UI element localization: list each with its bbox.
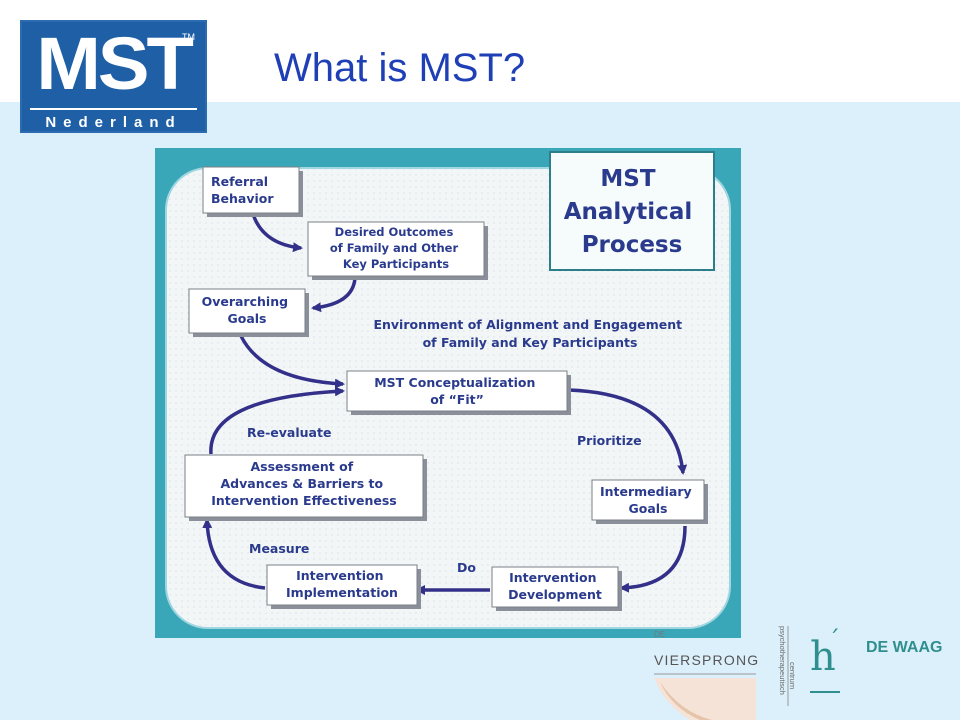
arrow-intermediary-to-development <box>619 525 687 593</box>
mst-nederland-logo: MST TM Nederland <box>20 20 207 133</box>
diagram-title-line-2: Analytical <box>564 199 693 225</box>
box-overarching-goals: Overarching Goals <box>188 288 309 337</box>
logo-rule <box>30 108 197 110</box>
box-conceptualization-line-1: MST Conceptualization <box>374 375 535 390</box>
box-assessment: Assessment of Advances & Barriers to Int… <box>184 454 427 521</box>
arrow-desired-to-overarching <box>311 277 357 313</box>
box-intermediary-line-1: Intermediary <box>600 484 692 499</box>
box-desired-line-3: Key Participants <box>343 257 449 271</box>
box-development-line-1: Intervention <box>509 570 596 585</box>
label-measure: Measure <box>249 541 309 556</box>
box-intermediary-text: Intermediary Goals <box>600 484 696 516</box>
box-intermediary-goals: Intermediary Goals <box>591 479 708 524</box>
slide-title: What is MST? <box>274 46 526 90</box>
arrow-overarching-to-conceptualization <box>239 335 345 389</box>
box-development-text: Intervention Development <box>508 570 602 602</box>
box-referral-behavior: Referral Behavior <box>202 166 303 217</box>
vierspronge-vertical-text: psychotherapeutisch centrum <box>778 626 797 697</box>
label-prioritize: Prioritize <box>577 433 642 448</box>
box-implementation-text: Intervention Implementation <box>286 568 398 600</box>
environment-caption: Environment of Alignment and Engagement … <box>373 317 686 350</box>
box-assessment-line-1: Assessment of <box>250 459 353 474</box>
box-overarching-text: Overarching Goals <box>202 294 293 326</box>
box-development-line-2: Development <box>508 587 602 602</box>
vierspronge-vertical-line-1: psychotherapeutisch <box>778 626 787 695</box>
vierspronge-de-text: DE <box>654 630 665 639</box>
arrow-implementation-to-assessment <box>202 518 266 590</box>
environment-line-1: Environment of Alignment and Engagement <box>373 317 682 332</box>
diagram-connector-arrows <box>202 213 688 595</box>
box-referral-line-1: Referral <box>211 174 268 189</box>
box-desired-frame <box>307 221 485 277</box>
de-waag-logo: h ´ DE WAAG <box>810 626 942 693</box>
diagram-title-box-frame <box>549 151 715 271</box>
diagram-title-line-1: MST <box>600 166 655 192</box>
box-referral-text: Referral Behavior <box>211 174 274 206</box>
arrow-conceptualization-to-intermediary <box>568 388 688 475</box>
box-assessment-line-3: Intervention Effectiveness <box>211 493 397 508</box>
vierspronge-vertical-line-2: centrum <box>788 662 797 689</box>
box-implementation-line-2: Implementation <box>286 585 398 600</box>
box-conceptualization-text: MST Conceptualization of “Fit” <box>374 375 540 407</box>
vierspronge-swoosh-accent <box>660 682 712 720</box>
arrow-referral-to-desired <box>251 213 303 253</box>
box-intermediary-frame <box>591 479 705 521</box>
box-assessment-text: Assessment of Advances & Barriers to Int… <box>211 459 397 508</box>
box-development-frame <box>491 566 619 608</box>
diagram-title-box: MST Analytical Process <box>549 151 715 271</box>
box-conceptualization-line-2: of “Fit” <box>430 392 484 407</box>
label-re-evaluate: Re-evaluate <box>247 425 331 440</box>
diagram-title-text: MST Analytical Process <box>564 166 701 258</box>
de-waag-h-glyph: h <box>810 634 836 680</box>
footer-partner-logos: DE VIERSPRONG psychotherapeutisch centru… <box>654 626 942 720</box>
logo-nederland-text: Nederland <box>45 114 182 131</box>
box-intervention-implementation: Intervention Implementation <box>266 564 421 609</box>
vierspronge-logo: DE VIERSPRONG psychotherapeutisch centru… <box>654 626 797 720</box>
box-implementation-frame <box>266 564 418 606</box>
box-overarching-line-1: Overarching <box>202 294 288 309</box>
vierspronge-name-text: VIERSPRONG <box>654 652 759 668</box>
de-waag-name-text: DE WAAG <box>866 639 942 656</box>
box-referral-frame <box>202 166 300 214</box>
diagram-title-line-3: Process <box>582 232 683 258</box>
label-do: Do <box>457 560 476 575</box>
logo-mst-text: MST <box>36 22 194 105</box>
mst-analytical-process-diagram: MST Analytical Process Environment of Al… <box>155 148 741 638</box>
box-desired-line-1: Desired Outcomes <box>335 225 454 239</box>
arrow-assessment-to-conceptualization <box>209 386 345 455</box>
box-intervention-development: Intervention Development <box>491 566 622 611</box>
vierspronge-swoosh <box>654 678 756 720</box>
de-waag-accent-glyph: ´ <box>828 626 840 654</box>
box-referral-line-2: Behavior <box>211 191 274 206</box>
box-desired-text: Desired Outcomes of Family and Other Key… <box>330 225 462 271</box>
logo-trademark: TM <box>182 32 195 42</box>
box-overarching-frame <box>188 288 306 334</box>
box-overarching-line-2: Goals <box>227 311 266 326</box>
box-desired-line-2: of Family and Other <box>330 241 459 255</box>
box-intermediary-line-2: Goals <box>628 501 667 516</box>
box-implementation-line-1: Intervention <box>296 568 383 583</box>
box-conceptualization-frame <box>346 370 568 412</box>
box-desired-outcomes: Desired Outcomes of Family and Other Key… <box>307 221 488 280</box>
box-assessment-frame <box>184 454 424 518</box>
environment-line-2: of Family and Key Participants <box>423 335 638 350</box>
box-assessment-line-2: Advances & Barriers to <box>221 476 384 491</box>
box-mst-conceptualization: MST Conceptualization of “Fit” <box>346 370 571 415</box>
